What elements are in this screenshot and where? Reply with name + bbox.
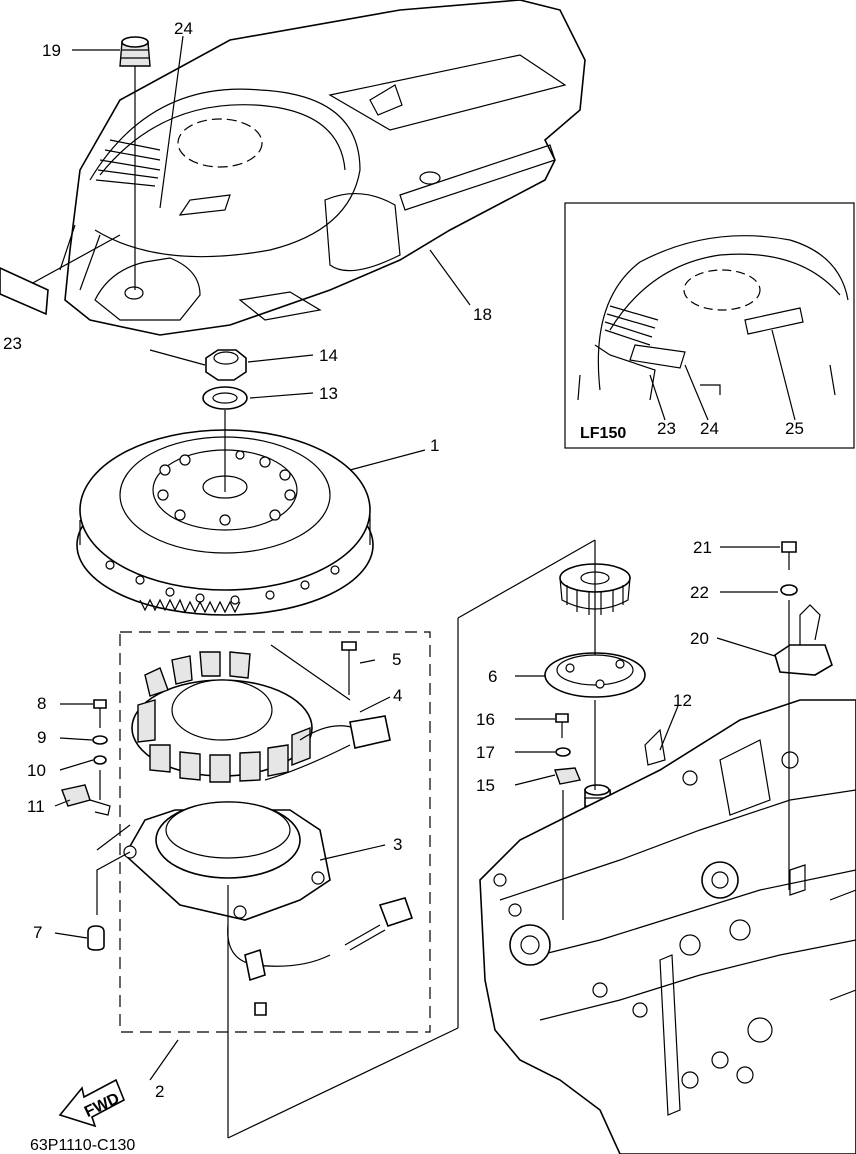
stator-coil	[131, 651, 391, 783]
drawing-code: 63P1110-C130	[30, 1137, 135, 1154]
callout-17: 17	[476, 743, 495, 762]
callout-12: 12	[673, 691, 692, 710]
callout-19: 19	[42, 41, 61, 60]
flywheel-cover	[59, 0, 586, 336]
flywheel-washer	[202, 386, 248, 410]
callout-4: 4	[393, 686, 402, 705]
callout-15: 15	[476, 776, 495, 795]
fwd-arrow-icon: FWD	[58, 1078, 126, 1128]
callout-2: 2	[155, 1082, 164, 1101]
callout-16: 16	[476, 710, 495, 729]
callout-6: 6	[488, 667, 497, 686]
inset-model-label: LF150	[580, 425, 626, 442]
inset-lf150	[564, 202, 855, 449]
inset-callout-24: 24	[700, 419, 719, 438]
engine-block	[479, 699, 856, 1154]
seal-cap	[119, 36, 151, 290]
callout-24: 24	[174, 19, 193, 38]
callout-10: 10	[27, 761, 46, 780]
callout-labels: 19 24 23 18 14 13 1 5 4 3 8 9 10 11 7 2 …	[3, 19, 804, 1154]
callout-1: 1	[430, 436, 439, 455]
callout-11: 11	[27, 797, 45, 816]
decal-23	[0, 267, 49, 316]
inset-callout-25: 25	[785, 419, 804, 438]
callout-13: 13	[319, 384, 338, 403]
inset-callout-23: 23	[657, 419, 676, 438]
pulser-sensor	[774, 541, 833, 676]
small-parts-left	[61, 699, 131, 951]
timing-plate	[544, 652, 646, 698]
callout-7: 7	[33, 923, 42, 942]
callout-22: 22	[690, 583, 709, 602]
small-parts-center	[554, 713, 581, 785]
flywheel-nut	[205, 349, 247, 381]
callout-21: 21	[693, 538, 712, 557]
callout-20: 20	[690, 629, 709, 648]
callout-9: 9	[37, 728, 46, 747]
stator-bolt	[341, 641, 357, 695]
callout-18: 18	[473, 305, 492, 324]
callout-3: 3	[393, 835, 402, 854]
stator-base	[123, 801, 414, 1016]
callout-5: 5	[392, 650, 401, 669]
callout-leaders	[19, 35, 796, 1081]
callout-14: 14	[319, 346, 338, 365]
flywheel-assembly	[76, 410, 374, 616]
assembly-lines	[149, 349, 790, 1139]
callout-8: 8	[37, 694, 46, 713]
callout-23: 23	[3, 334, 22, 353]
